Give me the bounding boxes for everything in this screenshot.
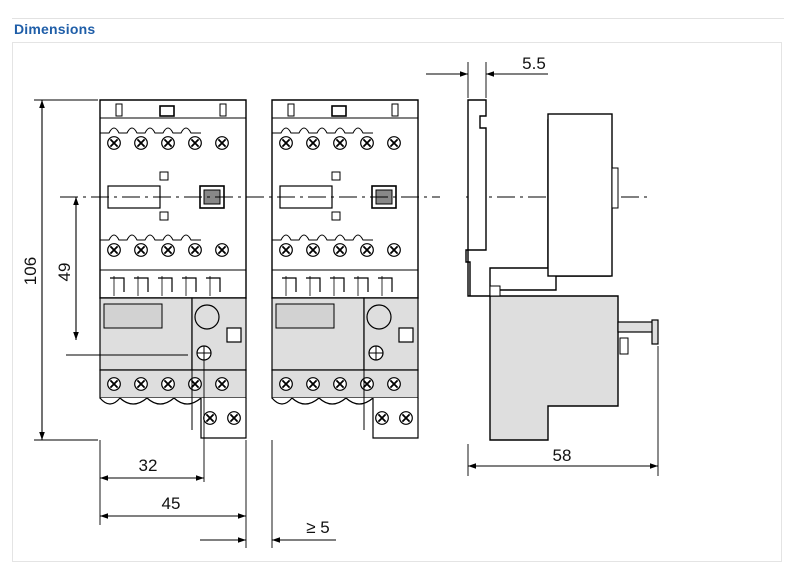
drawing-frame [12, 42, 782, 562]
side-view [465, 99, 659, 441]
dimension-label-58: 58 [553, 446, 572, 465]
dimension-label-106: 106 [21, 257, 40, 285]
front-view-module-1 [100, 100, 246, 438]
dimension-label-32: 32 [139, 456, 158, 475]
dimension-label-45: 45 [162, 494, 181, 513]
dimension-label-49: 49 [55, 263, 74, 282]
front-view-module-2 [272, 100, 418, 438]
dimension-label-5-5: 5.5 [522, 54, 546, 73]
dimension-lines [39, 71, 658, 543]
top-rule [12, 18, 784, 19]
dimension-label-gap: ≥ 5 [306, 518, 330, 537]
extension-lines [34, 62, 659, 548]
section-title: Dimensions [14, 21, 96, 37]
